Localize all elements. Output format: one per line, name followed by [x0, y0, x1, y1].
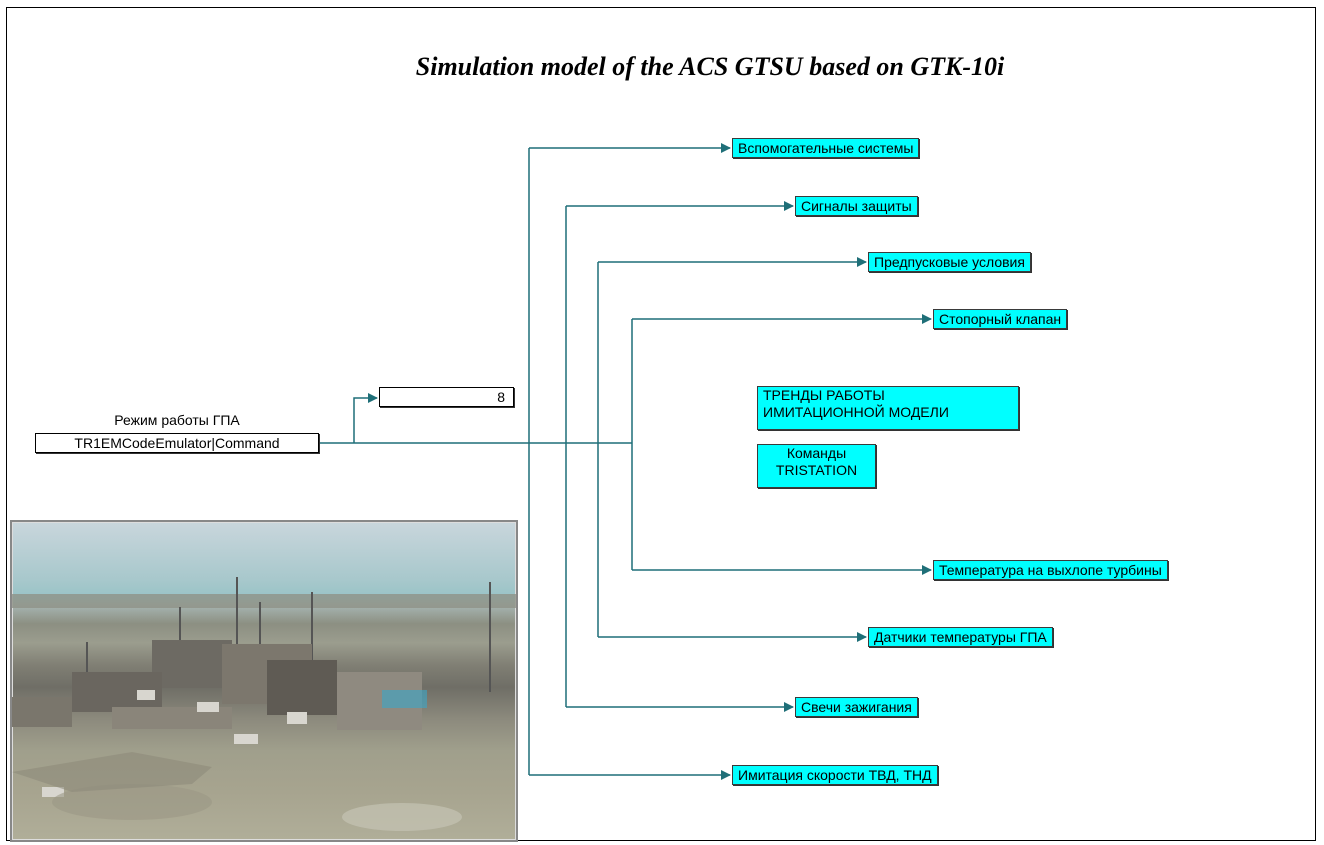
subsystem-trends[interactable]: ТРЕНДЫ РАБОТЫ ИМИТАЦИОННОЙ МОДЕЛИ — [757, 386, 1019, 430]
output-stop-valve[interactable]: Стопорный клапан — [933, 309, 1068, 329]
diagram-frame — [6, 7, 1316, 841]
compressor-station-photo — [10, 520, 518, 842]
subsystem-trends-line1: ТРЕНДЫ РАБОТЫ — [763, 387, 885, 403]
output-prestart-conditions[interactable]: Предпусковые условия — [868, 252, 1031, 272]
subsystem-tristation-line2: TRISTATION — [775, 462, 858, 478]
output-protection-signals[interactable]: Сигналы защиты — [795, 196, 918, 216]
output-speed-simulation[interactable]: Имитация скорости ТВД, ТНД — [732, 765, 938, 785]
output-temperature-sensors[interactable]: Датчики температуры ГПА — [868, 627, 1053, 647]
wire-to-display — [353, 393, 378, 443]
subsystem-tristation[interactable]: Команды TRISTATION — [757, 444, 876, 488]
subsystem-tristation-line1: Команды — [786, 445, 847, 461]
source-caption: Режим работы ГПА — [114, 412, 240, 428]
photo-scene-graphic — [12, 577, 516, 831]
display-block[interactable]: 8 — [379, 387, 514, 407]
source-block[interactable]: TR1EMCodeEmulator|Command — [35, 433, 319, 453]
output-auxiliary-systems[interactable]: Вспомогательные системы — [732, 138, 920, 158]
diagram-title: Simulation model of the ACS GTSU based o… — [415, 52, 1005, 81]
subsystem-trends-line2: ИМИТАЦИОННОЙ МОДЕЛИ — [763, 404, 949, 420]
output-spark-plugs[interactable]: Свечи зажигания — [795, 697, 918, 717]
output-exhaust-temperature[interactable]: Температура на выхлопе турбины — [933, 560, 1168, 580]
